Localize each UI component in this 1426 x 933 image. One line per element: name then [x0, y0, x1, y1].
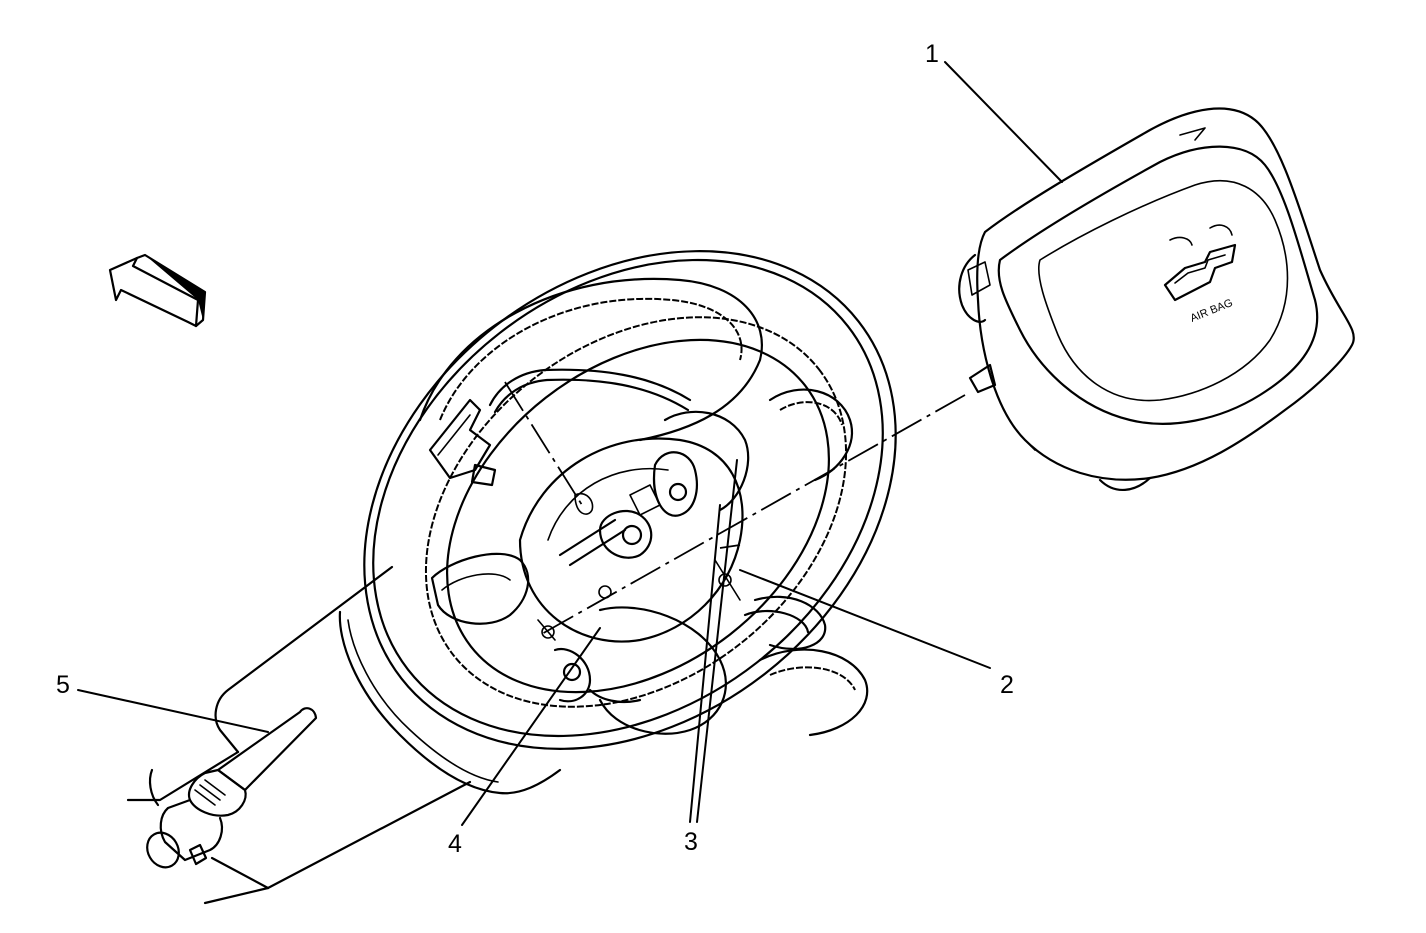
steering-column-shroud: [126, 565, 562, 905]
leader-lines: [77, 61, 1063, 826]
callout-5: 5: [56, 671, 70, 699]
steering-wheel-puller-tool: [146, 707, 318, 869]
callout-4: 4: [448, 830, 462, 858]
clockspring-connector: [428, 368, 692, 487]
alignment-lines: [504, 381, 966, 636]
callout-1: 1: [925, 40, 939, 68]
steering-wheel: [363, 250, 897, 750]
callout-3: 3: [684, 828, 698, 856]
direction-arrow-icon: [108, 253, 207, 328]
callout-2: 2: [1000, 671, 1014, 699]
airbag-emblem-text: AIR BAG: [1189, 297, 1235, 325]
bowtie-emblem-icon: AIR BAG: [1163, 224, 1237, 325]
airbag-module: AIR BAG: [958, 107, 1355, 491]
